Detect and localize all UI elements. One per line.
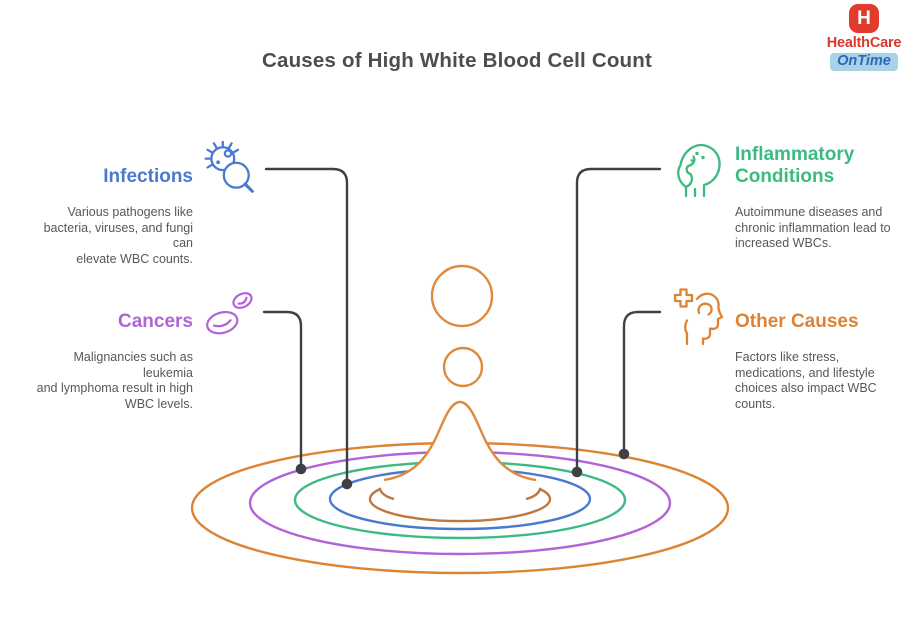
- page-title: Causes of High White Blood Cell Count: [261, 49, 653, 72]
- logo-monogram: H: [857, 8, 871, 29]
- brand-logo: H HealthCare OnTime: [818, 4, 910, 71]
- logo-h-icon: H: [849, 4, 879, 33]
- connector-dot-other-causes: [618, 448, 630, 460]
- connector-inflammatory: [575, 167, 662, 474]
- connector-dot-infections: [341, 478, 353, 490]
- section-other-causes-description: Factors like stress, medications, and li…: [735, 350, 877, 411]
- section-inflammatory-description: Autoimmune diseases and chronic inflamma…: [735, 205, 891, 250]
- section-infections-description: Various pathogens like bacteria, viruses…: [43, 205, 193, 266]
- ripple-inner-ring: [368, 487, 552, 523]
- falling-droplet-small: [442, 346, 484, 388]
- head-with-cross-icon: [673, 288, 724, 345]
- microbe-magnifier-icon: [204, 141, 254, 193]
- inflamed-head-icon: [677, 143, 721, 198]
- connector-other-causes: [622, 310, 662, 456]
- section-infections-heading: Infections: [103, 166, 193, 187]
- section-inflammatory-conditions: Inflammatory Conditions Autoimmune disea…: [735, 144, 907, 252]
- section-cancers-heading: Cancers: [118, 311, 193, 332]
- connector-dot-cancers: [295, 463, 307, 475]
- splash-peak: [383, 400, 537, 482]
- logo-tagline: OnTime: [830, 53, 898, 71]
- section-infections: Infections Various pathogens like bacter…: [25, 166, 193, 267]
- connector-infections: [264, 167, 349, 486]
- section-cancers: Cancers Malignancies such as leukemia an…: [25, 311, 193, 412]
- section-cancers-description: Malignancies such as leukemia and lympho…: [36, 350, 193, 411]
- connector-dot-inflammatory: [571, 466, 583, 478]
- connector-cancers: [262, 310, 303, 471]
- section-other-causes: Other Causes Factors like stress, medica…: [735, 311, 907, 412]
- logo-name: HealthCare: [826, 35, 902, 51]
- section-inflammatory-heading: Inflammatory Conditions: [735, 144, 855, 187]
- section-other-causes-heading: Other Causes: [735, 311, 859, 332]
- falling-droplet-large: [430, 264, 494, 328]
- blood-cells-icon: [206, 292, 253, 335]
